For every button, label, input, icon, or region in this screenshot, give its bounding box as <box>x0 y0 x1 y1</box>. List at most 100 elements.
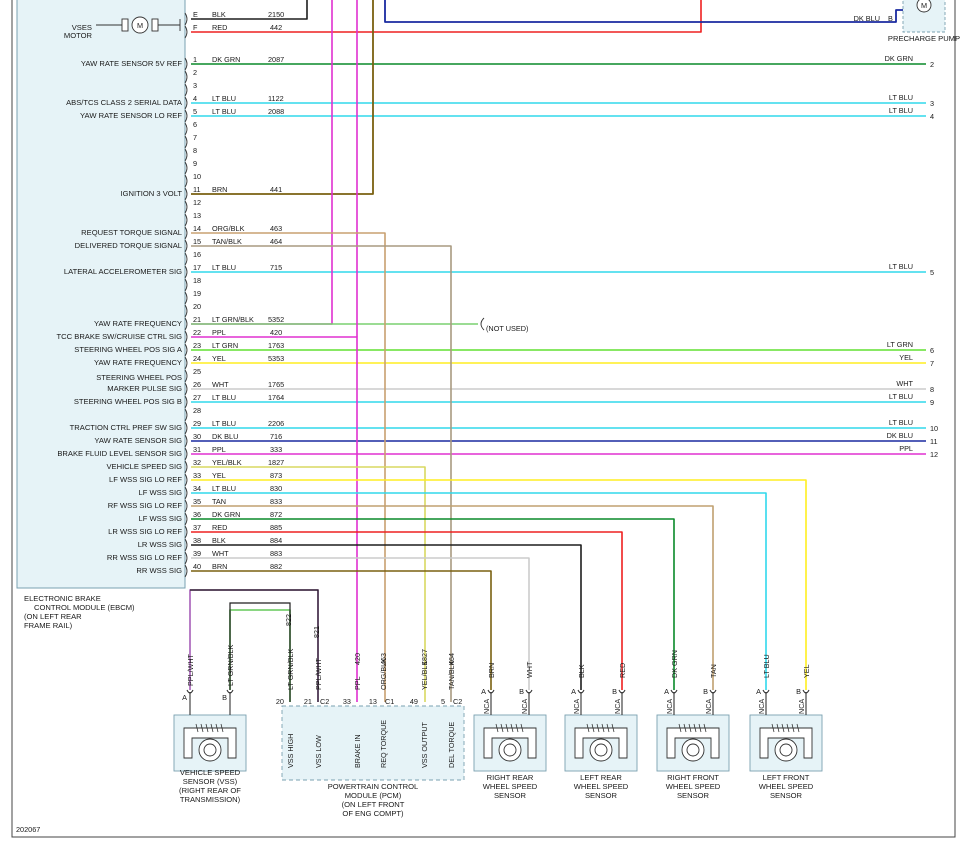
wheel-sensor-0-label-2: SENSOR <box>494 791 527 800</box>
wheel-sensor-1-coil <box>586 723 590 733</box>
wheel-sensor-3-coil <box>776 723 780 733</box>
pin-stub-19 <box>184 291 188 305</box>
precharge-pump-wire-color: DK BLU <box>854 14 880 23</box>
pin-label-27: STEERING WHEEL POS SIG B <box>74 397 182 406</box>
pcm-function-49: VSS OUTPUT <box>420 721 429 768</box>
right-wire-color-24: YEL <box>899 353 913 362</box>
pin-stub-12 <box>184 200 188 214</box>
wheel-sensor-3-connector-B <box>802 689 810 715</box>
pin-number-26: 26 <box>193 380 201 389</box>
pin-circuit-38: 884 <box>270 536 282 545</box>
vss-sensor-rotor-hub <box>203 743 217 757</box>
vss-connector-B <box>226 689 234 715</box>
vss-sensor-coil <box>200 723 204 733</box>
wheel-sensor-1-rotor-hub <box>594 743 608 757</box>
pin-number-16: 16 <box>193 250 201 259</box>
wheel-sensor-1-connector-B <box>618 689 626 715</box>
pin-number-12: 12 <box>193 198 201 207</box>
pin-stub-22 <box>184 330 188 344</box>
wire-pin-33 <box>191 479 807 690</box>
pcm-pin-49: 49 <box>410 697 418 706</box>
pcm-circuit-5: 464 <box>447 653 456 665</box>
pcm-wire-color-5: TAN/BLK <box>447 660 456 690</box>
pin-wire-color-32: YEL/BLK <box>212 458 242 467</box>
pin-wire-color-1: DK GRN <box>212 55 240 64</box>
pin-circuit-24: 5353 <box>268 354 284 363</box>
pin-label-14: REQUEST TORQUE SIGNAL <box>81 228 182 237</box>
wheel-sensor-3-connector-A <box>762 689 770 715</box>
pin-stub-30 <box>184 434 188 448</box>
wheel-sensor-3-coil <box>786 723 790 733</box>
wheel-sensor-0-pin-A: A <box>481 687 486 696</box>
wheel-sensor-2-label-1: WHEEL SPEED <box>666 782 721 791</box>
vss-sensor-coil <box>220 723 224 733</box>
pcm-function-21: VSS LOW <box>314 735 323 768</box>
wheel-sensor-3-nca-1: NCA <box>797 699 806 714</box>
vss-wire-color-B: LT GRN/BLK <box>226 645 235 686</box>
pin-stub-33 <box>184 473 188 487</box>
pin-number-31: 31 <box>193 445 201 454</box>
diagram-id: 202067 <box>16 825 40 834</box>
right-terminal-5: 4 <box>930 112 934 121</box>
wheel-sensor-0-nca-1: NCA <box>520 699 529 714</box>
pin-label-36: LF WSS SIG <box>139 514 183 523</box>
pin-stub-14 <box>184 226 188 240</box>
pcm-module-box <box>281 705 465 781</box>
wheel-sensor-3-coil <box>791 723 795 733</box>
right-terminal-23: 6 <box>930 346 934 355</box>
wheel-sensor-0-connector-B <box>525 689 533 715</box>
pin-label-32: VEHICLE SPEED SIG <box>106 462 182 471</box>
pin-stub-5 <box>184 109 188 123</box>
wheel-sensor-2-coil <box>688 723 692 733</box>
pin-stub-38 <box>184 538 188 552</box>
pin-label-37: LR WSS SIG LO REF <box>108 527 182 536</box>
wheel-sensor-0-connector-A <box>487 689 495 715</box>
wheel-sensor-2-nca-0: NCA <box>665 699 674 714</box>
pcm-function-13: REQ TORQUE <box>379 720 388 768</box>
pin-label-24: YAW RATE FREQUENCY <box>94 358 182 367</box>
wheel-sensor-1-label-0: LEFT REAR <box>580 773 622 782</box>
pin-circuit-17: 715 <box>270 263 282 272</box>
pin-number-E: E <box>193 10 198 19</box>
wheel-sensor-1-coil <box>606 723 610 733</box>
pin-number-5: 5 <box>193 107 197 116</box>
pin-number-15: 15 <box>193 237 201 246</box>
ebcm-label-line-1: CONTROL MODULE (EBCM) <box>34 603 135 612</box>
wheel-sensor-3-rotor <box>774 738 798 762</box>
wheel-sensor-1-label-1: WHEEL SPEED <box>574 782 629 791</box>
wheel-sensor-3-color-A: LT BLU <box>762 654 771 678</box>
vss-sensor-coil <box>205 723 209 733</box>
pin-circuit-33: 873 <box>270 471 282 480</box>
ebcm-module: M <box>96 12 188 578</box>
pcm-wire-color-21: PPL/WHT <box>314 657 323 690</box>
right-wire-color-5: LT BLU <box>889 106 913 115</box>
pin-stub-11 <box>184 187 188 201</box>
precharge-pump-pin: B <box>888 14 893 23</box>
pin-stub-39 <box>184 551 188 565</box>
pin-number-27: 27 <box>193 393 201 402</box>
wire-ppl-down-left <box>191 0 333 325</box>
wire-pin-34 <box>191 492 767 690</box>
pin-wire-color-E: BLK <box>212 10 226 19</box>
wheel-sensor-0-label-0: RIGHT REAR <box>487 773 534 782</box>
pin-wire-color-36: DK GRN <box>212 510 240 519</box>
wheel-sensor-2-connector-B <box>709 689 717 715</box>
wire-pin-36 <box>191 518 675 690</box>
right-terminal-30: 11 <box>930 437 938 446</box>
pin-wire-color-24: YEL <box>212 354 226 363</box>
wheel-sensor-2-pin-B: B <box>703 687 708 696</box>
vss-pin-A: A <box>182 693 187 702</box>
wheel-sensor-2-connector-A <box>670 689 678 715</box>
right-wire-color-1: DK GRN <box>885 54 913 63</box>
pin-wire-color-14: ORG/BLK <box>212 224 245 233</box>
pin-wire-color-17: LT BLU <box>212 263 236 272</box>
vss-sensor-core <box>183 727 237 759</box>
pin-circuit-F: 442 <box>270 23 282 32</box>
pcm-wire-color-33: PPL <box>353 676 362 690</box>
pin-number-20: 20 <box>193 302 201 311</box>
wheel-sensor-3-label-1: WHEEL SPEED <box>759 782 814 791</box>
pcm-connector-13: C1 <box>385 697 394 706</box>
pin-label-17: LATERAL ACCELEROMETER SIG <box>64 267 182 276</box>
wheel-sensor-0-rotor <box>498 738 522 762</box>
pcm-pin-5: 5 <box>441 697 445 706</box>
